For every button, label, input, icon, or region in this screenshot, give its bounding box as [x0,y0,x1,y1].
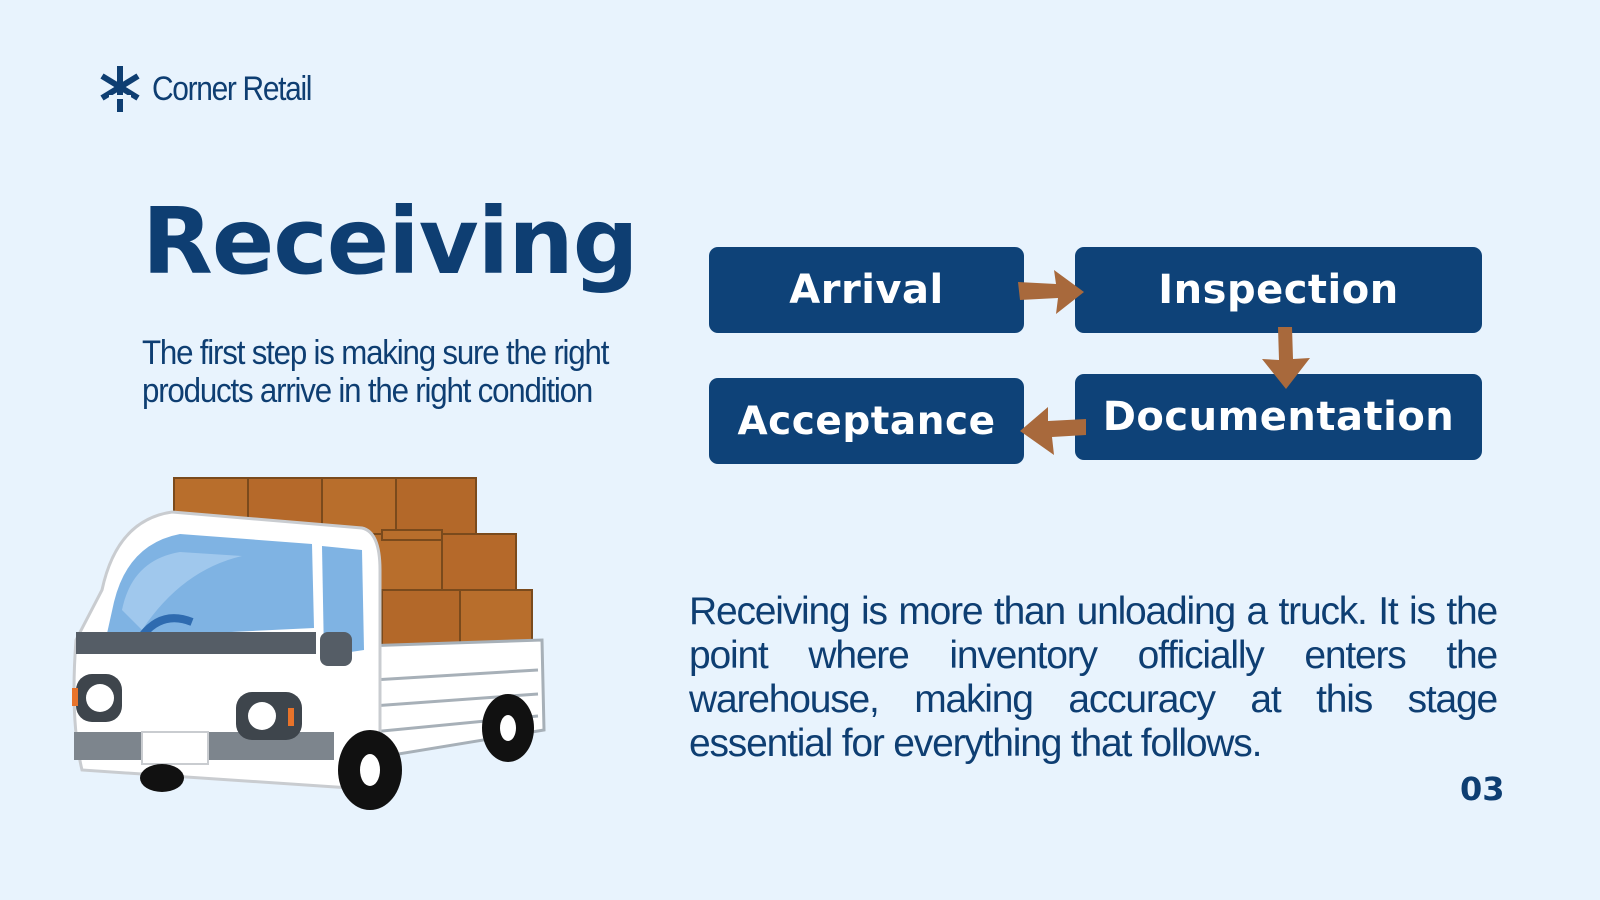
page-subtitle: The first step is making sure the right … [142,334,609,410]
wheels [140,694,534,810]
body-paragraph: Receiving is more than unloading a truck… [689,590,1498,765]
page-title: Receiving [142,188,639,295]
page-number: 03 [1460,770,1505,808]
flow-step-documentation: Documentation [1075,374,1482,460]
delivery-truck-illustration [72,477,546,810]
brand-name: Corner Retail [152,69,312,108]
headlights [72,674,302,740]
asterisk-icon [100,66,140,112]
flow-step-acceptance: Acceptance [709,378,1024,464]
truck-cab [72,510,382,792]
arrow-left-icon [1020,407,1086,455]
brand-header: Corner Retail [100,66,333,112]
arrow-right-icon [1018,270,1084,314]
arrow-down-icon [1262,327,1310,389]
flow-step-arrival: Arrival [709,247,1024,333]
flow-step-inspection: Inspection [1075,247,1482,333]
